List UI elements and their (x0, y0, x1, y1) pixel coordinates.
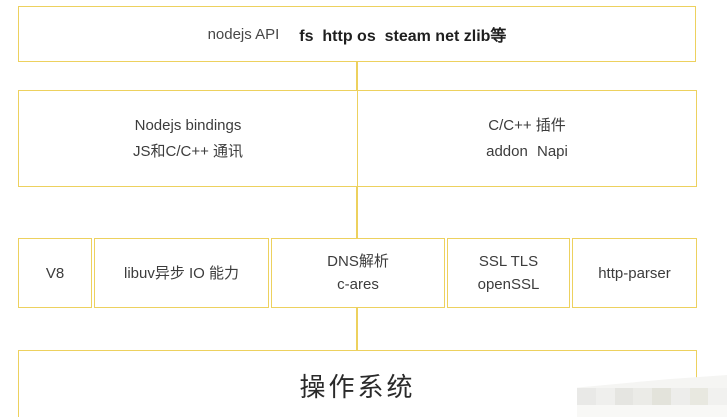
dns-label-line2: c-ares (337, 276, 379, 293)
addon-line1: C/C++ 插件 (488, 116, 566, 134)
nodejs-bindings-box: Nodejs bindings JS和C/C++ 通讯 (19, 91, 358, 186)
api-box-title: nodejs API (207, 25, 280, 43)
connector-line-bottom (356, 308, 358, 350)
bindings-line2: JS和C/C++ 通讯 (132, 142, 244, 160)
operating-system-label: 操作系统 (299, 372, 416, 402)
cpp-addon-box: C/C++ 插件 addon Napi (358, 91, 696, 186)
ssl-openssl-box: SSL TLS openSSL (447, 238, 570, 308)
connector-line-top (356, 62, 358, 90)
watermark-row (577, 388, 727, 405)
http-parser-box: http-parser (572, 238, 697, 308)
libuv-box: libuv异步 IO 能力 (94, 238, 269, 308)
watermark-row (577, 405, 727, 417)
http-parser-label: http-parser (598, 264, 671, 282)
v8-box: V8 (18, 238, 92, 308)
ssl-label-line2: openSSL (477, 276, 540, 293)
watermark-mosaic (577, 375, 727, 417)
v8-label: V8 (45, 264, 65, 282)
nodejs-api-box: nodejs API fs http os steam net zlib等 (18, 6, 696, 62)
bindings-row-box: Nodejs bindings JS和C/C++ 通讯 C/C++ 插件 add… (18, 90, 697, 187)
libuv-label: libuv异步 IO 能力 (123, 264, 240, 282)
connector-line-middle (356, 187, 358, 238)
api-box-modules: fs http os steam net zlib等 (299, 28, 507, 45)
ssl-label-line1: SSL TLS (478, 253, 539, 270)
dns-label-line1: DNS解析 (327, 253, 389, 270)
bindings-line1: Nodejs bindings (134, 116, 242, 134)
dns-cares-box: DNS解析 c-ares (271, 238, 445, 308)
addon-line2: addon Napi (486, 142, 568, 160)
operating-system-box: 操作系统 (18, 350, 697, 417)
